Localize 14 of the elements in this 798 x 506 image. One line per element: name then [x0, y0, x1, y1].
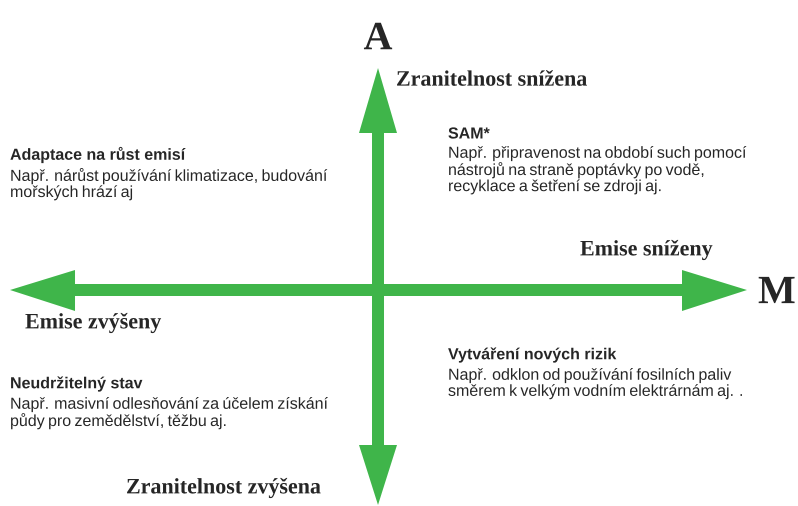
quadrant-text: Např. nárůst používání klimatizace, budování mořských hrází aj — [11, 168, 328, 200]
quadrant-heading: Neudržitelný stav — [11, 376, 142, 392]
axis-label: Zranitelnost zvýšena — [127, 478, 321, 498]
quadrant-text: Např. masivní odlesňování za účelem získání půdy pro zemědělství, těžbu aj. — [11, 397, 328, 430]
quadrant-text: Např. připravenost na období such pomocí nástrojů na straně poptávky po vodě, recyklace a šetření se zdroji aj. — [449, 146, 746, 194]
axis-label: Emise zvýšeny — [25, 312, 162, 334]
axis-label: Zranitelnost snížena — [397, 70, 587, 86]
quadrant-heading: Adaptace na růst emisí — [10, 146, 186, 164]
axis-letter: A — [364, 22, 392, 50]
axis-label: Emise sníženy — [580, 240, 712, 260]
quadrant-text: Např. odklon od používání fosilních paliv směrem k velkým vodním elektrárnám aj. . — [448, 368, 742, 400]
quadrant-heading: SAM* — [448, 127, 490, 139]
axis-letter: M — [758, 276, 795, 304]
quadrant-heading: Vytváření nových rizik — [448, 347, 616, 363]
